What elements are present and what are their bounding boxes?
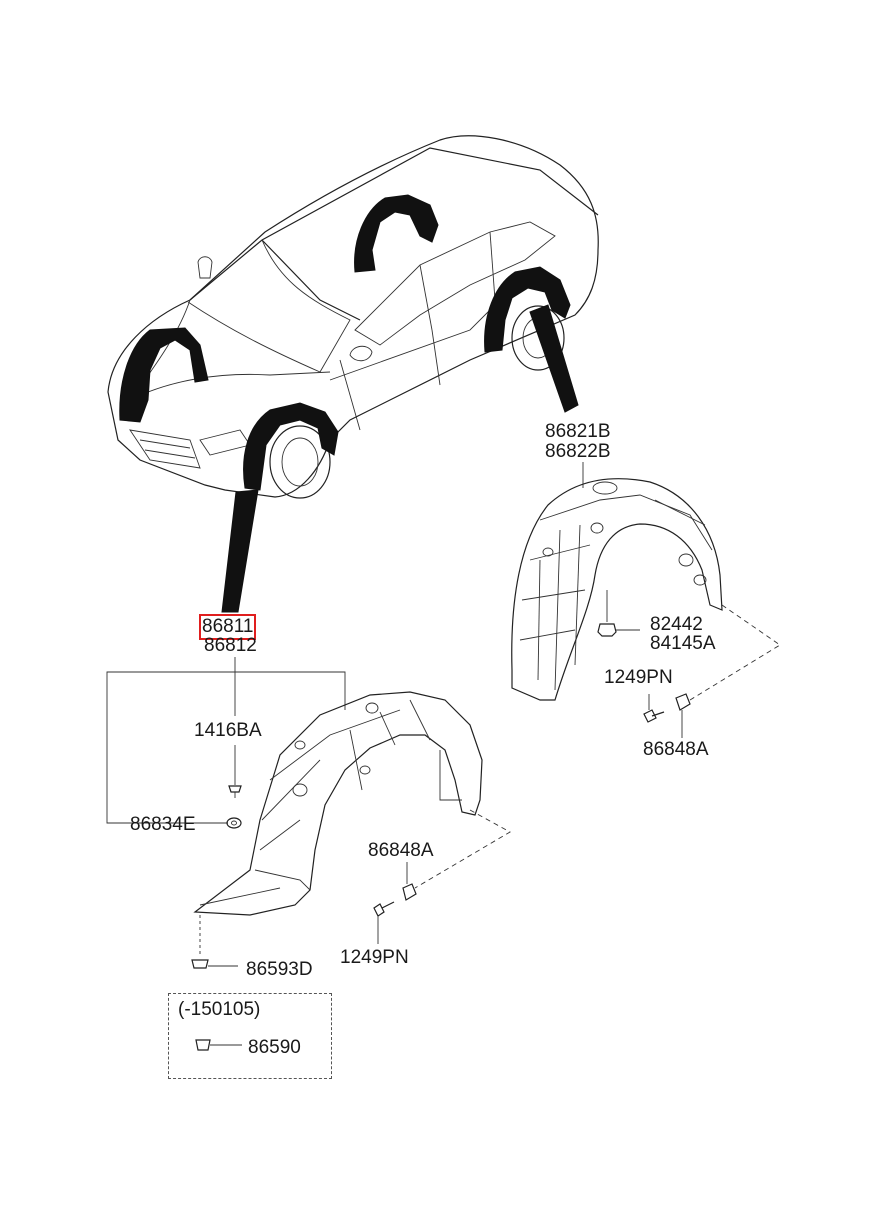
part-label-86811-highlighted[interactable]: 86811 [198, 614, 257, 640]
part-label-86821b[interactable]: 86821B [545, 421, 611, 442]
part-label-86848a-front[interactable]: 86848A [368, 840, 434, 861]
car-illustration [107, 135, 599, 613]
part-label-86834e[interactable]: 86834E [130, 814, 196, 835]
part-label-86812[interactable]: 86812 [204, 635, 257, 656]
variant-box [168, 993, 332, 1079]
part-label-82442[interactable]: 82442 [650, 614, 703, 635]
part-label-86593d[interactable]: 86593D [246, 959, 313, 980]
part-label-1249pn-rear[interactable]: 1249PN [604, 667, 673, 688]
part-label-86590[interactable]: 86590 [248, 1037, 301, 1058]
part-label-86848a-rear[interactable]: 86848A [643, 739, 709, 760]
rear-wheel-liner [511, 462, 781, 738]
part-label-1249pn-front[interactable]: 1249PN [340, 947, 409, 968]
part-label-1416ba[interactable]: 1416BA [194, 720, 262, 741]
part-label-86822b[interactable]: 86822B [545, 441, 611, 462]
front-wheel-liner [106, 657, 511, 1051]
part-label-84145a[interactable]: 84145A [650, 633, 716, 654]
variant-range-label: (-150105) [178, 999, 261, 1020]
